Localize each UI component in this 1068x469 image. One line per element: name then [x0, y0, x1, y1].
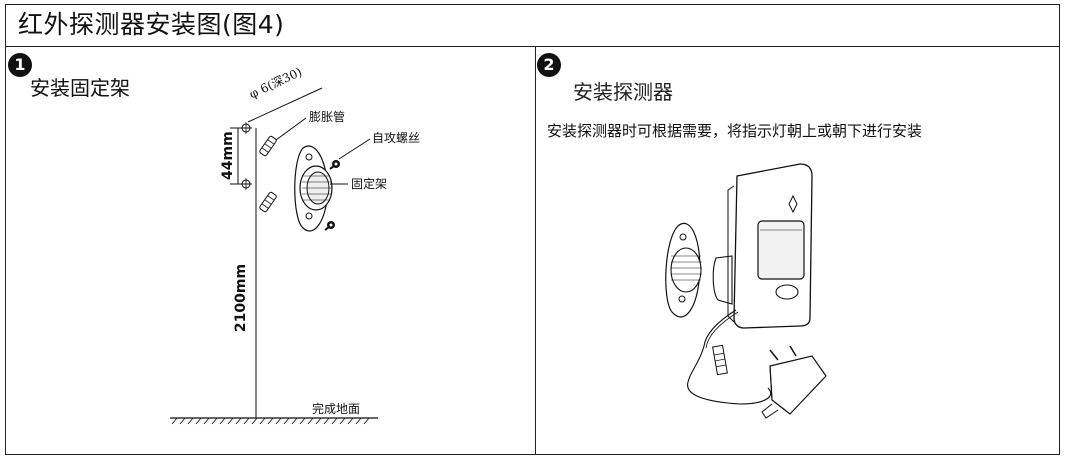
panel-divider	[535, 47, 536, 454]
installation-sheet: 红外探测器安装图(图4)	[5, 4, 1060, 455]
cable-connector	[712, 344, 728, 376]
wall-anchor-top	[259, 135, 277, 157]
step-2-badge: 2	[537, 53, 561, 77]
hole-spec-leader	[247, 87, 323, 123]
detector-bracket	[665, 223, 702, 318]
drill-hole-top	[240, 122, 252, 134]
screw-bottom	[324, 221, 335, 231]
drill-hole-bottom	[240, 178, 252, 190]
anchor-label: 膨胀管	[309, 110, 346, 124]
floor-label: 完成地面	[312, 402, 361, 416]
step-2-title: 安装探测器	[573, 80, 673, 104]
screw-label: 自攻螺丝	[372, 131, 421, 145]
finished-floor	[170, 417, 378, 425]
step-1-title: 安装固定架	[30, 76, 130, 100]
wall-anchor-bottom	[259, 191, 277, 213]
bracket-label: 固定架	[351, 177, 388, 191]
power-adapter	[761, 345, 827, 419]
pir-detector	[712, 163, 813, 329]
mounting-bracket	[294, 145, 333, 232]
title-row: 红外探测器安装图(图4)	[6, 5, 1059, 47]
screw-leader	[338, 138, 371, 160]
screw-top	[329, 160, 340, 170]
anchor-leader	[275, 117, 307, 141]
step-1-badge: 1	[8, 53, 32, 77]
step-2-description: 安装探测器时可根据需要，将指示灯朝上或朝下进行安装	[547, 122, 923, 140]
diagram-title: 红外探测器安装图(图4)	[18, 10, 285, 39]
power-cable	[687, 309, 772, 405]
